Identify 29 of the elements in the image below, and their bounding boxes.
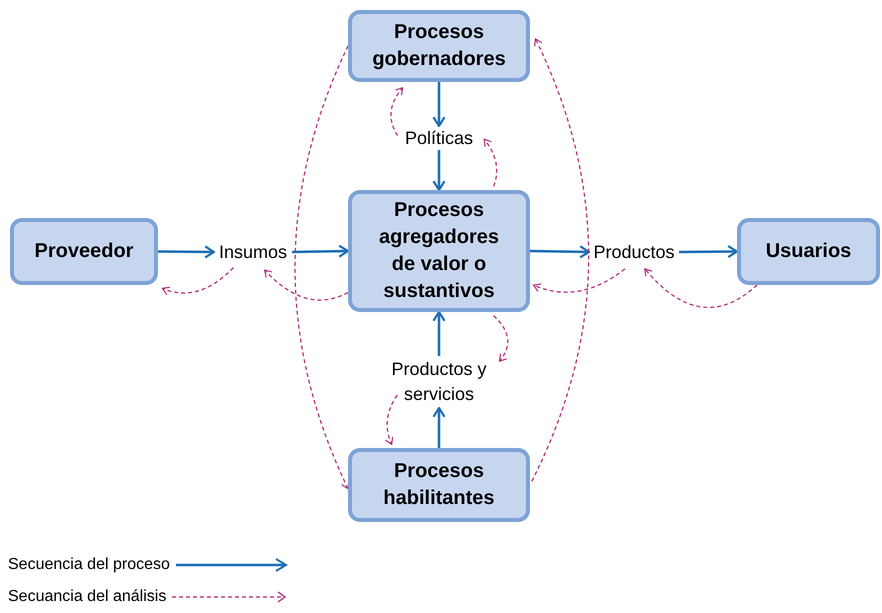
flow-label: Productos [589,240,679,264]
arrow [432,82,446,128]
dashed-arrow [162,267,234,295]
dashed-arrow [531,38,590,482]
process-box: Usuarios [737,218,880,285]
dashed-arrow [264,269,348,301]
arrow [530,245,590,258]
dashed-arrow [390,87,404,136]
process-box: Procesos gobernadores [348,10,530,82]
legend-label: Secuencia del proceso [8,555,170,575]
dashed-arrow [493,315,508,362]
flow-label: Insumos [214,240,292,264]
arrow [678,244,738,258]
arrow [432,406,446,448]
dashed-arrow [294,46,350,490]
dashed-arrow [385,394,398,445]
flow-label: Productos y servicios [384,356,494,408]
arrow [292,244,350,258]
legend-label: Secuancia del análisis [8,587,166,607]
dashed-arrow [644,268,758,308]
process-box: Procesos habilitantes [348,448,530,522]
arrow [432,150,446,192]
process-box: Proveedor [10,218,158,285]
arrow [158,245,216,259]
arrow [432,310,446,356]
dashed-arrow [533,268,626,293]
process-box: Procesos agregadores de valor o sustantivos [348,190,530,312]
flow-label: Políticas [400,126,478,150]
dashed-arrow [484,138,498,187]
